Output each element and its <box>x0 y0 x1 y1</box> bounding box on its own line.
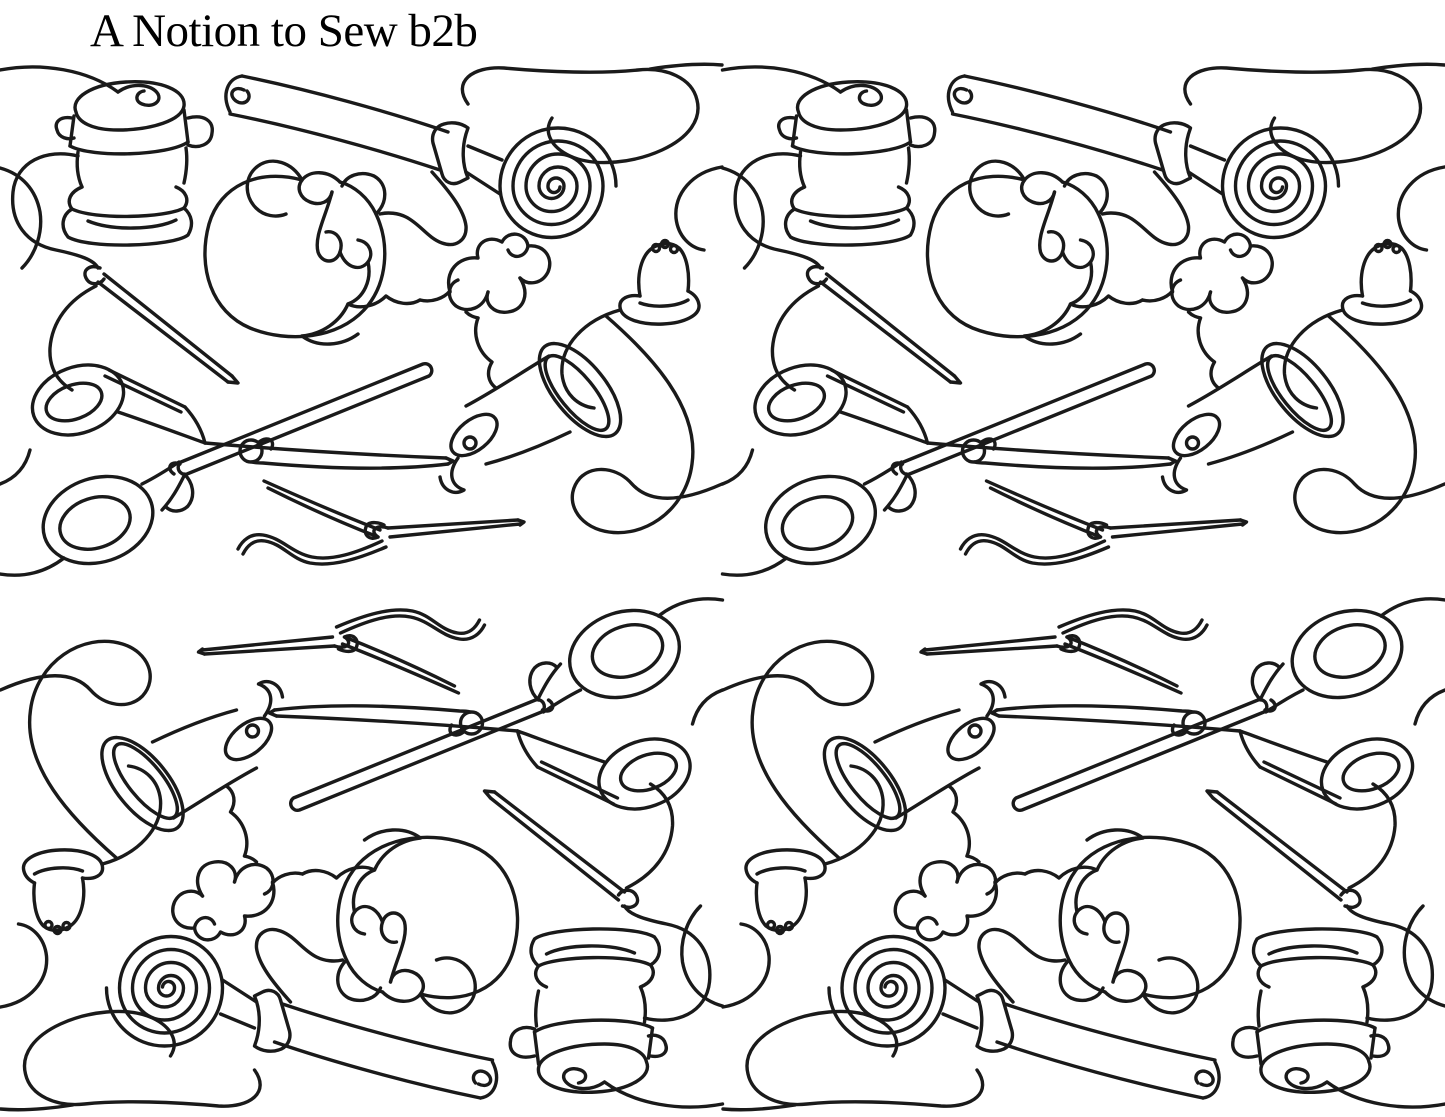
page-title: A Notion to Sew b2b <box>90 5 478 57</box>
pattern-tile-bottom-right-rotated <box>721 595 1445 1112</box>
pattern-tile-bottom-left-rotated <box>0 595 725 1112</box>
pattern-tile-top-right <box>720 62 1445 579</box>
pantograph-pattern <box>0 62 1445 1112</box>
pattern-tile-top-left <box>0 62 724 579</box>
